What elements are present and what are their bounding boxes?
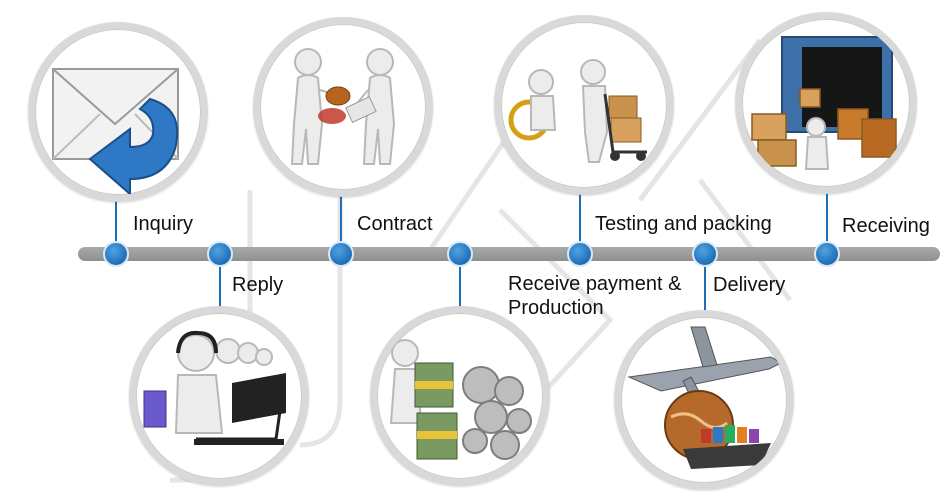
label-contract: Contract (357, 213, 433, 235)
circle-receiving (735, 12, 917, 194)
dot-reply (207, 241, 233, 267)
circle-testing (494, 15, 674, 195)
handshake-stamp-icon (290, 48, 396, 165)
label-testing: Testing and packing (595, 213, 772, 235)
label-payment-line1: Receive payment & (508, 273, 682, 295)
magnifier-trolley-icon (508, 59, 647, 163)
dot-inquiry (103, 241, 129, 267)
circle-inquiry (28, 22, 208, 202)
dot-delivery (692, 241, 718, 267)
dot-receiving (814, 241, 840, 267)
label-inquiry: Inquiry (133, 213, 194, 235)
timeline-bar (78, 247, 940, 261)
label-reply: Reply (232, 274, 284, 296)
call-center-icon (143, 330, 286, 445)
stem-reply (219, 254, 221, 310)
circle-contract (253, 17, 433, 197)
money-gears-icon (389, 339, 532, 460)
circle-delivery (614, 310, 794, 490)
label-receiving: Receiving (842, 215, 930, 237)
plane-ship-globe-icon (627, 326, 783, 469)
dot-contract (328, 241, 354, 267)
stem-testing (579, 180, 581, 254)
dot-testing (567, 241, 593, 267)
stem-contract (340, 175, 342, 254)
label-delivery: Delivery (713, 274, 786, 296)
circle-reply (129, 306, 309, 486)
container-boxes-icon (751, 36, 897, 170)
stem-receiving (826, 185, 828, 254)
envelope-reply-icon (52, 68, 179, 195)
stem-payment (459, 254, 461, 309)
stem-delivery (704, 254, 706, 314)
circle-payment (370, 306, 550, 486)
stem-inquiry (115, 190, 117, 254)
dot-payment (447, 241, 473, 267)
label-payment-line2: Production (508, 297, 604, 319)
